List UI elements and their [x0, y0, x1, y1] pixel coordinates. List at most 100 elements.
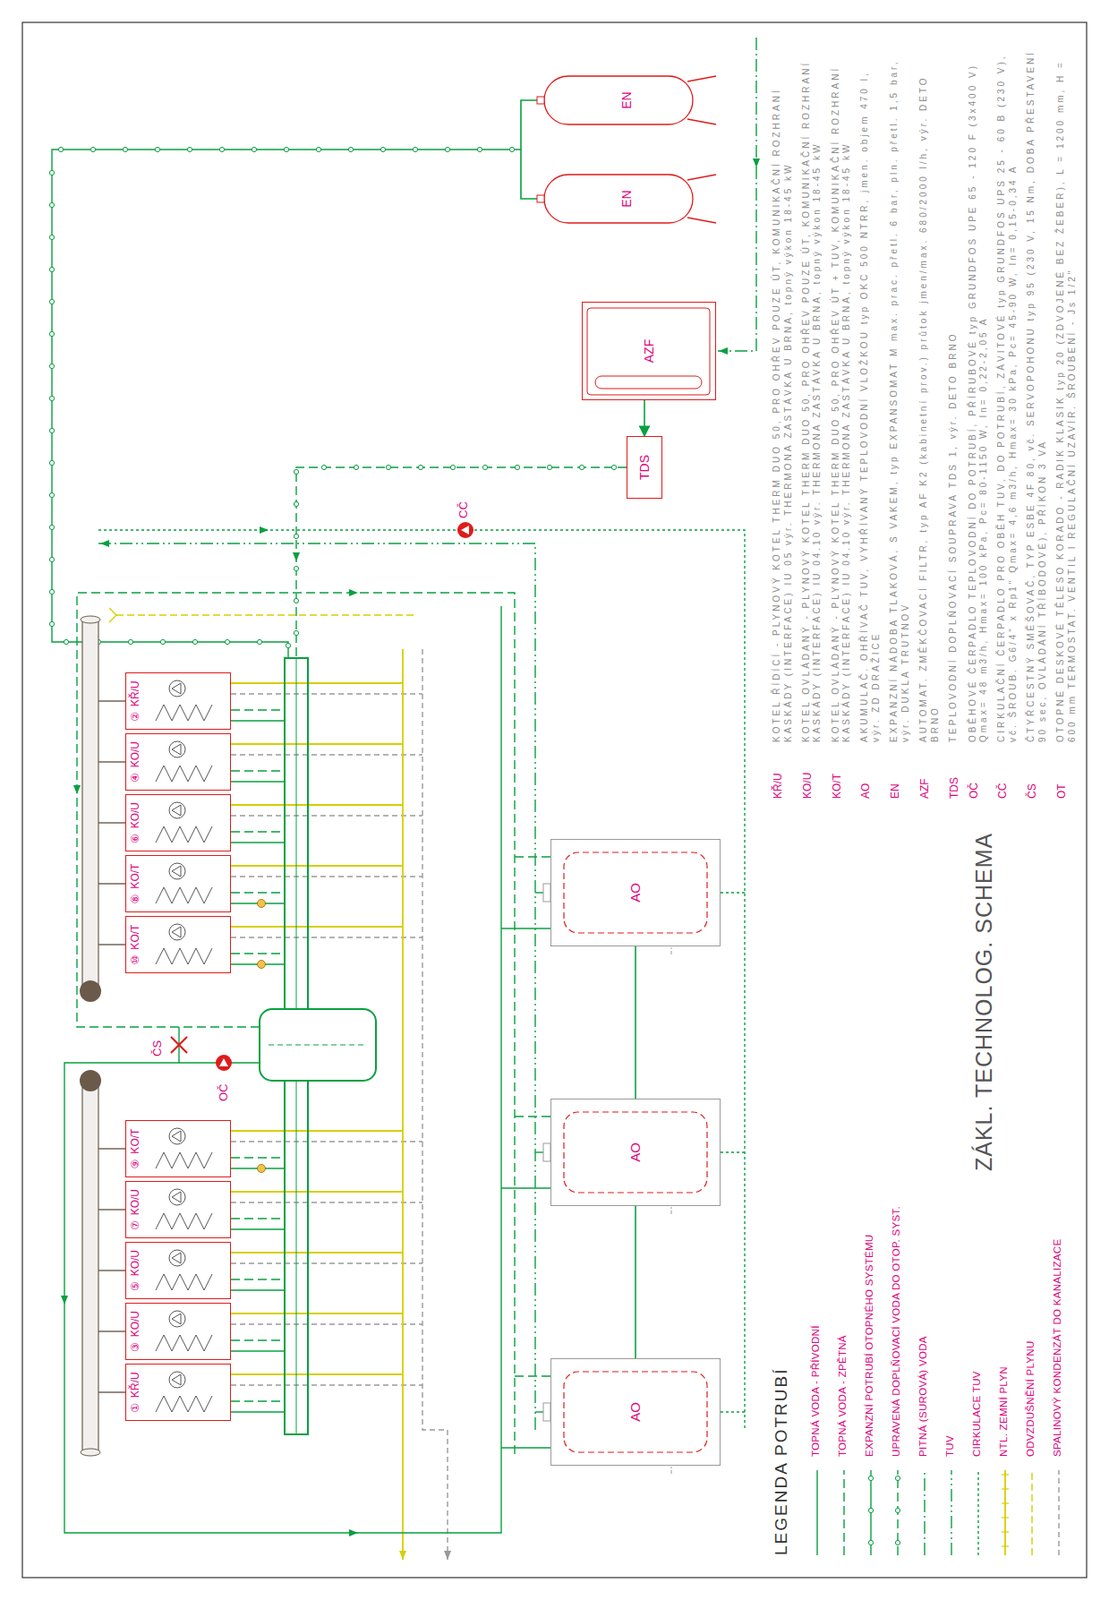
boiler-code: KO/U: [129, 1248, 143, 1277]
pipe-marker: [385, 464, 391, 470]
abbreviation-description: OBĚHOVÉ ČERPADLO TEPLOVODNÍ DO POTRUBÍ, …: [967, 43, 990, 743]
flue-connection: [98, 1269, 126, 1271]
heat-exchanger-coil: [155, 1273, 213, 1290]
symbol-label: CČ: [456, 500, 471, 520]
return-pipe: [230, 830, 285, 832]
pipe-marker: [285, 642, 291, 648]
tank-shell: [563, 1111, 708, 1193]
condensate-pipe: [230, 1383, 423, 1385]
pipe-marker: [49, 460, 54, 465]
circulation-pipe: [720, 891, 745, 893]
flow-arrow: [292, 552, 300, 562]
vessel-leg: [687, 174, 717, 180]
node-label: AZF: [641, 338, 657, 364]
callout-number: ⑨: [129, 1158, 143, 1170]
flue-duct: [82, 619, 99, 991]
pipe-marker: [546, 464, 552, 470]
condensate-pipe: [230, 692, 423, 694]
symbol-label: ČS: [150, 1039, 165, 1058]
return-pipe: [514, 1374, 551, 1376]
flue-connection: [98, 882, 126, 884]
legend-text: TOPNÁ VODA - PŘÍVODNÍ: [810, 1324, 821, 1457]
gas-pipe: [230, 1251, 403, 1254]
pipe-marker: [353, 464, 359, 470]
pipe-marker: [418, 464, 423, 470]
pipe-marker: [63, 639, 69, 644]
pipe-marker: [321, 464, 326, 470]
heat-exchanger-coil: [155, 704, 213, 721]
mixing-valve: [170, 1036, 188, 1053]
pipe-marker: [160, 639, 165, 644]
condensate-pipe: [230, 1322, 423, 1324]
node-label: TDS: [637, 453, 652, 481]
vessel-nozzle: [537, 195, 545, 203]
flue-connection: [98, 821, 126, 823]
flow-arrow: [349, 588, 359, 597]
symbol-label: OČ: [216, 1083, 231, 1103]
pipe-connector: [634, 1205, 637, 1358]
pipe-marker: [482, 464, 487, 470]
vessel-leg: [687, 76, 717, 82]
return-pipe: [230, 1278, 285, 1280]
tank-axis: [671, 1206, 673, 1214]
flue-connection: [98, 943, 126, 945]
tank-shell: [563, 852, 708, 933]
abbreviation-code: KO/T: [830, 773, 844, 799]
boiler-box: ⑨KO/T: [125, 1119, 231, 1178]
burner-fan: [169, 923, 186, 940]
return-pipe: [230, 1156, 285, 1158]
pipe-marker: [895, 1475, 900, 1480]
gas-pipe: [230, 1312, 403, 1314]
abbreviation-description: ČTYŘCESTNÝ SMĚŠOVAČ, TYP ESBE 4F 80, vč.…: [1025, 43, 1049, 743]
gas-tick: [1001, 1530, 1009, 1532]
flue-connection: [98, 1147, 126, 1149]
supply-pipe: [230, 1288, 285, 1290]
legend-samples: [817, 1469, 1059, 1555]
return-pipe: [514, 1115, 551, 1117]
burner-fan: [169, 680, 186, 697]
flow-arrow: [399, 1550, 407, 1560]
burner-fan-mark: [171, 1191, 181, 1203]
burner-fan-mark: [171, 743, 181, 755]
boiler-box: ⑧KO/T: [125, 854, 231, 913]
pipe-marker: [49, 524, 54, 529]
supply-pipe: [230, 1349, 285, 1351]
supply-pipe: [64, 605, 502, 1533]
condensate-pipe: [230, 1140, 423, 1142]
heat-exchanger-coil: [155, 1151, 213, 1169]
pipe-marker: [293, 533, 299, 538]
node-label: EN: [619, 90, 634, 110]
boiler-header: [284, 1080, 308, 1434]
return-pipe: [843, 1469, 845, 1555]
potable-water-pipe: [717, 37, 757, 351]
burner-fan: [169, 1127, 186, 1144]
pipe-marker: [49, 266, 54, 272]
pipe-marker: [450, 464, 455, 470]
dhw-pipe: [98, 543, 536, 1430]
pipe-marker: [293, 597, 299, 603]
pipe-marker: [251, 146, 256, 152]
pump-arrow: [460, 525, 470, 535]
expansion-vessel: EN: [537, 167, 717, 231]
pipe-marker: [58, 146, 63, 152]
boiler-code: KO/T: [129, 862, 143, 890]
pipe-marker: [49, 492, 54, 497]
boiler-code: KŘ/U: [129, 679, 143, 708]
pipe-marker: [283, 146, 289, 152]
boiler-code: KŘ/U: [129, 1370, 143, 1399]
potable-water-pipe: [923, 1469, 925, 1555]
gas-pipe: [230, 1129, 403, 1132]
legend-text: NTL. ZEMNÍ PLYN: [998, 1365, 1009, 1457]
pipe-marker: [895, 1507, 900, 1512]
pipe-marker: [49, 298, 54, 304]
headers: [259, 657, 376, 1434]
pipe-marker: [514, 464, 520, 470]
condensate-pipe: [230, 936, 423, 938]
tank-nozzle: [543, 1402, 551, 1421]
abbreviation-code: ČS: [1025, 783, 1039, 799]
vessel-shell: [544, 174, 693, 223]
return-pipe: [514, 855, 551, 857]
callout-number: ④: [129, 771, 143, 784]
pipe-marker: [380, 146, 385, 152]
